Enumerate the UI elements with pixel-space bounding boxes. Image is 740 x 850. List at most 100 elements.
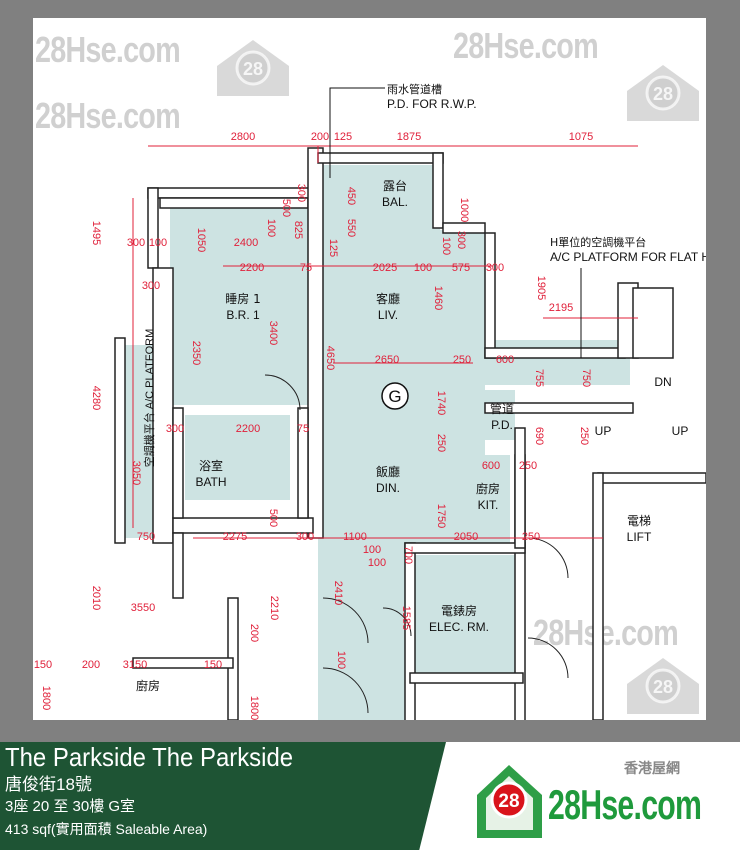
wall: [114, 337, 126, 544]
dimension-label: 1800: [248, 696, 260, 720]
room-label-cn: 管道: [490, 401, 514, 416]
room-area: [410, 555, 515, 673]
dimension-label: 700: [402, 546, 414, 564]
room-area: [318, 543, 410, 720]
dimension-label: 100: [414, 262, 432, 274]
room-label-en: P.D.: [491, 418, 513, 432]
room-label-cn: 睡房 1: [225, 291, 260, 306]
wall: [432, 152, 444, 229]
dimension-label: 2210: [268, 596, 280, 620]
dimension-label: 690: [533, 427, 545, 445]
dimension-label: 300: [127, 237, 145, 249]
dimension-label: 300: [166, 423, 184, 435]
svg-text:28: 28: [243, 59, 263, 79]
wall: [172, 532, 184, 599]
dimension-label: 250: [519, 460, 537, 472]
door-swing: [527, 637, 569, 679]
wall: [597, 472, 706, 484]
dimension-label: 1750: [435, 504, 447, 528]
unit-info: 3座 20 至 30樓 G室: [5, 798, 136, 815]
svg-text:28: 28: [653, 677, 673, 697]
dimension-label: 1905: [535, 276, 547, 300]
dimension-label: 1585: [400, 606, 412, 630]
dimension-label: 4650: [324, 346, 336, 370]
dimension-label: 100: [363, 544, 381, 556]
dimension-label: 4280: [90, 386, 102, 410]
logo-badge: 28: [498, 791, 519, 812]
dimension-label: 1740: [435, 391, 447, 415]
door-swing: [322, 597, 369, 644]
listing-footer: The Parkside The Parkside 唐俊街18號 3座 20 至…: [0, 742, 740, 850]
door-swing: [264, 374, 301, 411]
room-area: [470, 455, 510, 543]
dimension-label: 125: [327, 239, 339, 257]
dimension-label: 600: [496, 354, 514, 366]
wall: [484, 402, 634, 414]
dimension-label: 100: [335, 651, 347, 669]
dimension-label: 300: [142, 280, 160, 292]
dimension-label: 200: [311, 131, 329, 143]
logo-text: 28Hse.com: [548, 781, 702, 828]
watermark-text: 28Hse.com: [35, 29, 181, 70]
dimension-label: 250: [578, 427, 590, 445]
dimension-label: 3150: [123, 659, 147, 671]
dimension-label: 1875: [397, 131, 421, 143]
room-label-en: BAL.: [382, 195, 408, 209]
watermark-text: 28Hse.com: [453, 25, 599, 66]
svg-text:28: 28: [653, 84, 673, 104]
dimension-label: 100: [149, 237, 167, 249]
dimension-label: 2800: [231, 131, 255, 143]
dimension-label: 2650: [375, 354, 399, 366]
room-label-cn: 廚房: [476, 481, 500, 496]
dimension-label: 1460: [432, 286, 444, 310]
dimension-label: 575: [452, 262, 470, 274]
wall: [307, 147, 324, 539]
dimension-label: 125: [334, 131, 352, 143]
room-area: [485, 390, 515, 440]
dimension-label: 500: [280, 199, 292, 217]
room-label-cn: 電梯: [627, 514, 651, 528]
dimension-label: 2275: [223, 531, 247, 543]
room-label-cn: 飯廳: [376, 464, 400, 479]
dimension-label: 1000: [458, 198, 470, 222]
room-label-cn: 電錶房: [441, 603, 477, 618]
logo-chinese-name: 香港屋網: [624, 760, 680, 776]
dimension-label: 300: [295, 184, 307, 202]
wall: [147, 187, 319, 199]
dimension-label: 750: [137, 531, 155, 543]
annotation-en: A/C PLATFORM FOR FLAT H: [550, 250, 706, 264]
room-area: [318, 165, 440, 230]
wall: [152, 267, 174, 544]
dimension-label: 2010: [90, 586, 102, 610]
room-area: [170, 205, 315, 405]
room-label-en: LIV.: [378, 308, 398, 322]
dimension-label: 755: [533, 369, 545, 387]
room-label: 空調機平台 A/C PLATFORM: [142, 329, 156, 468]
wall: [442, 222, 486, 234]
room-label-en: B.R. 1: [226, 308, 260, 322]
dimension-label: 250: [453, 354, 471, 366]
watermark-house-icon: 28: [627, 658, 699, 714]
room-label-en: UP: [672, 424, 689, 438]
watermark-text: 28Hse.com: [533, 612, 679, 653]
dimension-label: 150: [34, 659, 52, 671]
saleable-area: 413 sqf(實用面積 Saleable Area): [5, 821, 208, 837]
room-label-en: UP: [595, 424, 612, 438]
dimension-label: 300: [486, 262, 504, 274]
dimension-label: 300: [455, 231, 467, 249]
dimension-label: 3050: [130, 461, 142, 485]
dimension-label: 2410: [332, 581, 344, 605]
dimension-label: 750: [580, 369, 592, 387]
room-label-en: KIT.: [478, 498, 499, 512]
dimension-label: 2400: [234, 237, 258, 249]
annotation-cn: H單位的空調機平台: [550, 235, 646, 249]
wall: [132, 657, 234, 669]
dimension-label: 100: [440, 237, 452, 255]
address: 唐俊街18號: [5, 775, 92, 794]
unit-marker-label: G: [388, 387, 401, 406]
room-label-cn: 露台: [383, 178, 407, 193]
dimension-label: 200: [82, 659, 100, 671]
dimension-label: 100: [368, 557, 386, 569]
